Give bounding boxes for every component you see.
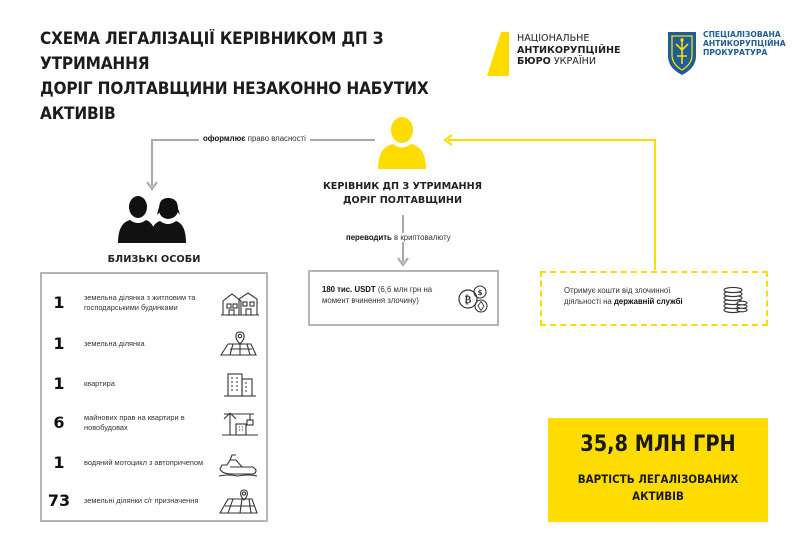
income-line-2: діяльності на державній службі xyxy=(564,296,683,306)
nabu-line-1: НАЦІОНАЛЬНЕ xyxy=(517,33,590,44)
asset-row: 73 земельні ділянки с/г призначення xyxy=(42,486,270,516)
edge-income-line xyxy=(448,139,656,270)
edge-crypto-arrow xyxy=(397,257,409,267)
land-plot-icon xyxy=(218,330,258,358)
edge-ownership-arrow xyxy=(146,181,158,191)
title-line-1: СХЕМА ЛЕГАЛІЗАЦІЇ КЕРІВНИКОМ ДП З УТРИМА… xyxy=(40,29,384,73)
total-caption: ВАРТІСТЬ ЛЕГАЛІЗОВАНИХ АКТИВІВ xyxy=(559,471,757,505)
asset-row: 1 земельна ділянка xyxy=(42,329,270,359)
asset-count: 1 xyxy=(53,453,65,472)
income-box: Отримує кошти від злочинної діяльності н… xyxy=(540,271,768,326)
total-box: 35,8 МЛН ГРН ВАРТІСТЬ ЛЕГАЛІЗОВАНИХ АКТИ… xyxy=(548,418,768,522)
sap-line-3: ПРОКУРАТУРА xyxy=(703,48,768,57)
crypto-box: 180 тис. USDT (6,6 млн грн на момент вчи… xyxy=(308,270,499,326)
svg-text:$: $ xyxy=(478,289,483,297)
asset-description: земельні ділянки с/г призначення xyxy=(84,496,199,506)
crypto-text: 180 тис. USDT (6,6 млн грн на момент вчи… xyxy=(322,285,433,305)
asset-count: 1 xyxy=(53,293,65,312)
total-amount: 35,8 МЛН ГРН xyxy=(580,432,736,457)
relatives-title: БЛИЗЬКІ ОСОБИ xyxy=(107,254,201,265)
asset-row: 6 майнових прав на квартири в новобудовах xyxy=(42,408,270,438)
jet-ski-icon xyxy=(218,449,258,477)
edge-crypto-label: переводить в криптовалюту xyxy=(342,233,455,242)
nabu-line-3: БЮРО УКРАЇНИ xyxy=(517,56,597,67)
total-caption-line-2: АКТИВІВ xyxy=(632,489,684,503)
asset-count: 1 xyxy=(53,334,65,353)
edge-ownership-label: оформлює право власності xyxy=(199,134,310,143)
total-caption-line-1: ВАРТІСТЬ ЛЕГАЛІЗОВАНИХ xyxy=(577,472,739,486)
nabu-line-2: АНТИКОРУПЦІЙНЕ xyxy=(517,44,621,56)
asset-description: майнових прав на квартири в новобудовах xyxy=(84,413,185,432)
construction-icon xyxy=(220,409,260,437)
asset-row: 1 водяний мотоцикл з автопричепом xyxy=(42,448,270,478)
sap-logo: СПЕЦІАЛІЗОВАНА АНТИКОРУПЦІЙНА ПРОКУРАТУР… xyxy=(665,28,786,80)
nabu-logo-icon xyxy=(487,32,509,76)
asset-row: 1 квартира xyxy=(42,369,270,399)
edge-income-arrow xyxy=(443,134,453,146)
asset-count: 1 xyxy=(53,374,65,393)
page-title: СХЕМА ЛЕГАЛІЗАЦІЇ КЕРІВНИКОМ ДП З УТРИМА… xyxy=(40,26,449,126)
head-name: КЕРІВНИК ДП З УТРИМАННЯ ДОРІГ ПОЛТАВЩИНИ xyxy=(300,180,505,207)
asset-description: земельна ділянка з житловим та господарс… xyxy=(84,293,196,312)
asset-count: 73 xyxy=(47,491,71,510)
field-map-icon xyxy=(218,487,258,515)
svg-text:₿: ₿ xyxy=(465,294,472,306)
income-line-1: Отримує кошти від злочинної xyxy=(564,286,671,295)
asset-description: водяний мотоцикл з автопричепом xyxy=(84,458,204,468)
sap-line-1: СПЕЦІАЛІЗОВАНА xyxy=(703,30,781,39)
sap-line-2: АНТИКОРУПЦІЙНА xyxy=(703,39,786,48)
asset-description: квартира xyxy=(84,379,115,389)
asset-row: 1 земельна ділянка з житловим та господар… xyxy=(42,288,270,318)
nabu-logo: НАЦІОНАЛЬНЕ АНТИКОРУПЦІЙНЕ БЮРО УКРАЇНИ xyxy=(487,30,621,76)
asset-count: 6 xyxy=(53,413,65,432)
sap-emblem-icon xyxy=(668,32,696,75)
asset-list: 1 земельна ділянка з житловим та господар… xyxy=(42,274,266,520)
coin-stack-icon xyxy=(723,286,748,314)
person-icon xyxy=(378,117,426,169)
two-people-icon xyxy=(118,196,186,243)
assets-box: 1 земельна ділянка з житловим та господар… xyxy=(40,272,268,522)
house-icon xyxy=(220,289,260,317)
head-name-line-1: КЕРІВНИК ДП З УТРИМАННЯ xyxy=(322,181,483,192)
asset-description: земельна ділянка xyxy=(84,339,145,349)
income-text: Отримує кошти від злочинної діяльності н… xyxy=(564,286,714,307)
title-line-2: ДОРІГ ПОЛТАВЩИНИ НЕЗАКОННО НАБУТИХ АКТИВ… xyxy=(40,79,429,123)
head-name-line-2: ДОРІГ ПОЛТАВЩИНИ xyxy=(343,194,462,206)
crypto-coins-icon: ₿ $ xyxy=(458,285,488,313)
apartment-icon xyxy=(220,370,260,398)
